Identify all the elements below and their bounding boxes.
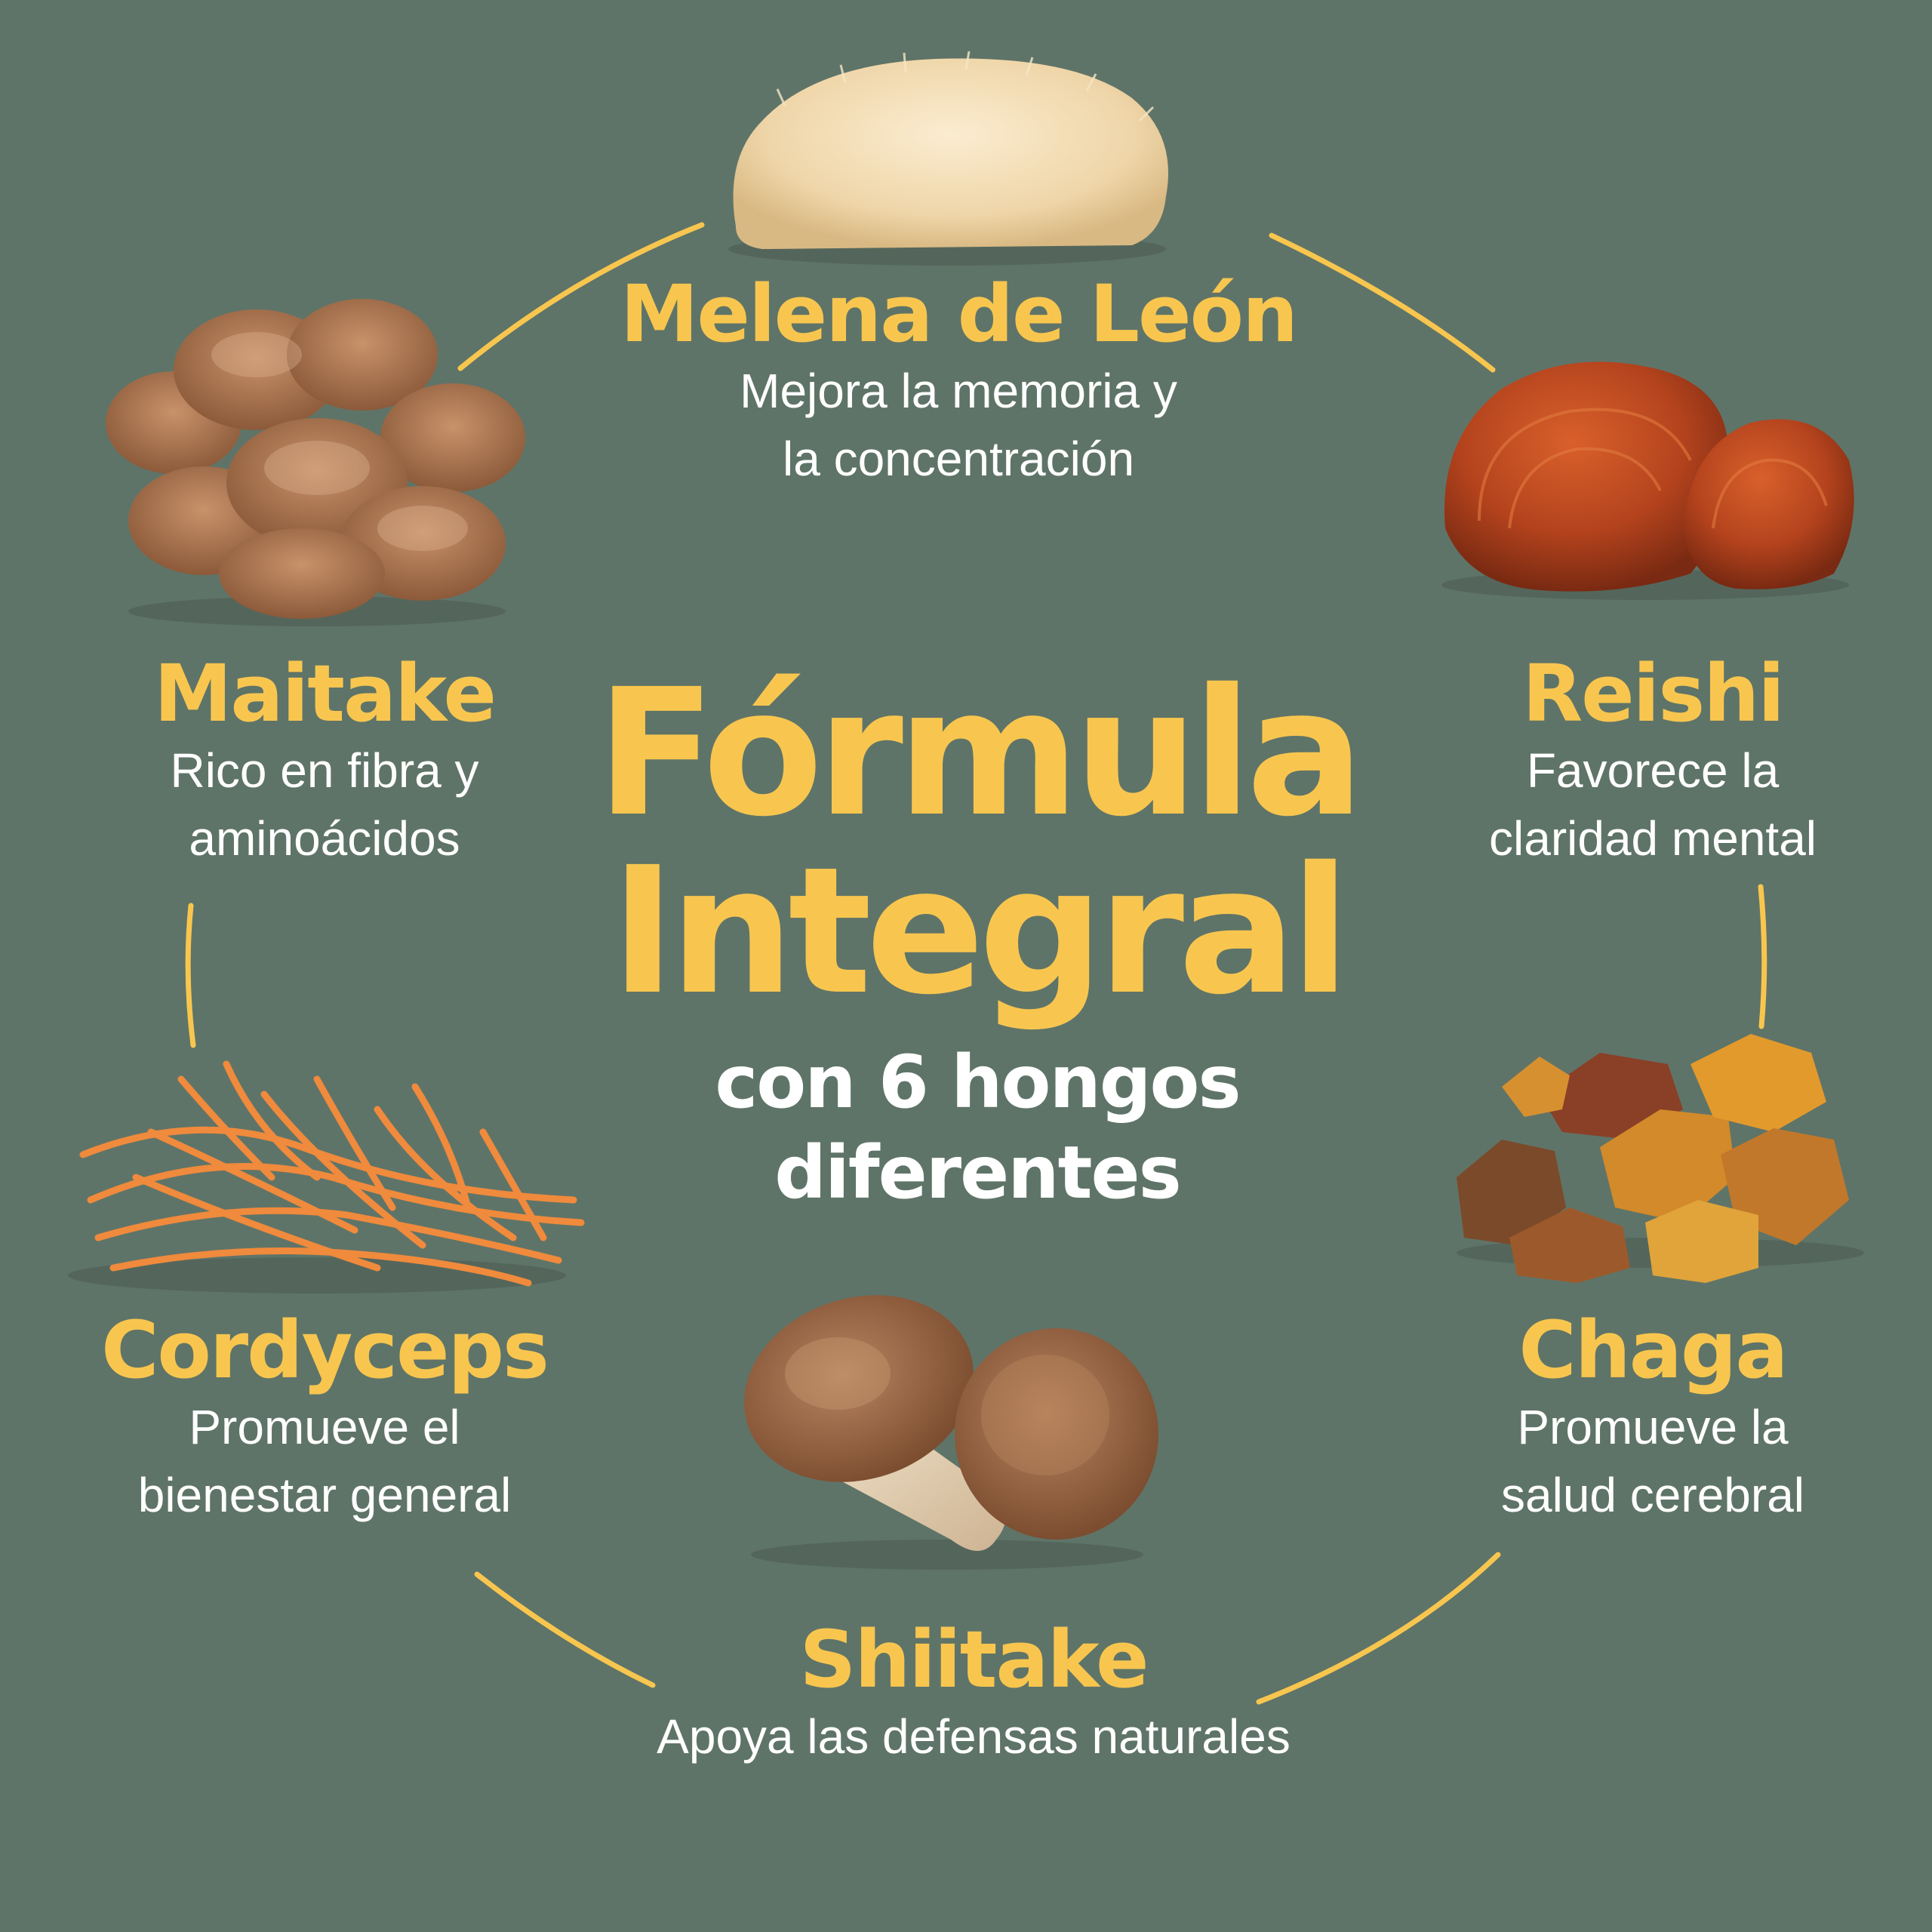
- mushroom-name: Shiitake: [799, 1614, 1149, 1706]
- chaga-image: [1457, 1034, 1864, 1283]
- mushroom-maitake: Maitake Rico en fibra y aminoácidos: [75, 648, 574, 872]
- mushroom-name: Maitake: [153, 648, 497, 740]
- center-headline: Fórmula Integral con 6 hongos diferentes: [589, 664, 1366, 1218]
- mushroom-benefit-line-1: Rico en fibra y: [170, 743, 479, 798]
- mushroom-cordyceps: Cordyceps Promueve el bienestar general: [75, 1309, 574, 1529]
- maitake-image: [106, 299, 525, 626]
- mushroom-shiitake: Shiitake Apoya las defensas naturales: [558, 1614, 1389, 1770]
- mushroom-name: Reishi: [1522, 648, 1785, 740]
- mushroom-melena-de-leon: Melena de León Mejora la memoria y la co…: [581, 268, 1336, 493]
- mushroom-reishi: Reishi Favorece la claridad mental: [1404, 648, 1902, 872]
- arc-bottom-right: [1256, 1552, 1501, 1705]
- mushroom-name: Melena de León: [620, 268, 1298, 360]
- mushroom-name: Chaga: [1518, 1304, 1788, 1396]
- mushroom-benefit-line-1: Apoya las defensas naturales: [657, 1709, 1291, 1764]
- mushroom-benefit-line-1: Promueve el: [189, 1400, 460, 1455]
- mushroom-benefit-line-2: la concentración: [782, 432, 1135, 487]
- subtitle-line-1: con 6 hongos: [715, 1040, 1241, 1124]
- mushroom-benefit-line-2: bienestar general: [137, 1468, 512, 1523]
- mushroom-chaga: Chaga Promueve la salud cerebral: [1404, 1309, 1902, 1529]
- reishi-image: [1441, 361, 1854, 600]
- mushroom-benefit-line-1: Favorece la: [1526, 743, 1780, 798]
- mushroom-benefit-line-2: salud cerebral: [1501, 1468, 1804, 1523]
- mushroom-benefit-line-2: aminoácidos: [189, 811, 460, 866]
- title-line-2: Integral: [610, 829, 1350, 1033]
- mushroom-benefit-line-2: claridad mental: [1489, 811, 1817, 866]
- shiitake-image: [743, 1295, 1158, 1570]
- subtitle-line-2: diferentes: [774, 1131, 1181, 1215]
- arc-bottom-left: [474, 1571, 656, 1688]
- title-line-1: Fórmula: [596, 651, 1364, 855]
- arc-top-left: [457, 222, 705, 371]
- mushroom-name: Cordyceps: [101, 1304, 549, 1396]
- cordyceps-image: [68, 1060, 585, 1294]
- mushroom-benefit-line-1: Mejora la memoria y: [740, 364, 1177, 419]
- arc-top-right: [1269, 232, 1496, 373]
- arc-right: [1758, 884, 1767, 1029]
- arc-left: [185, 903, 196, 1048]
- lions-mane-image: [728, 51, 1168, 266]
- mushroom-benefit-line-1: Promueve la: [1517, 1400, 1789, 1455]
